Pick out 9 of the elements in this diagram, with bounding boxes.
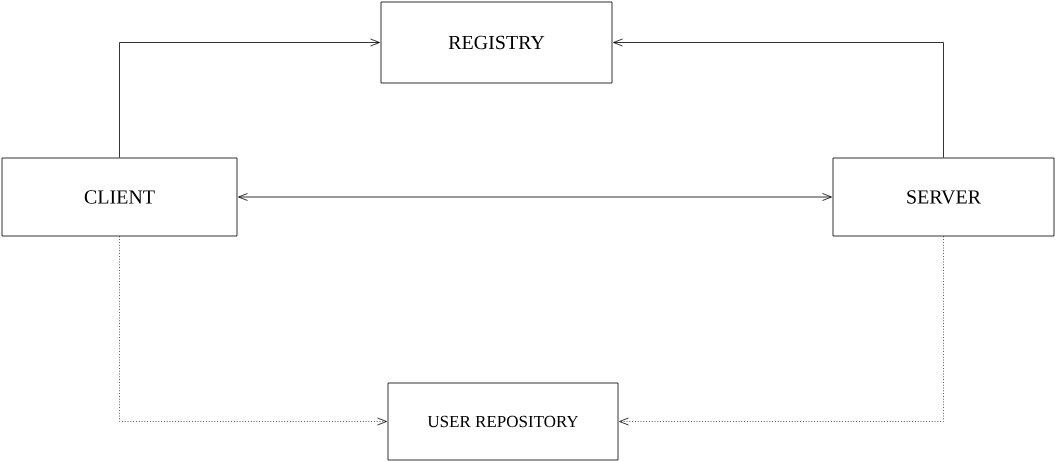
- arrow: [119, 38, 380, 158]
- arrow: [119, 236, 387, 426]
- arrow: [619, 236, 944, 426]
- arrow: [613, 38, 944, 158]
- process-box: SERVER: [832, 157, 1055, 237]
- process-box: CLIENT: [1, 157, 238, 237]
- process-box: USER REPOSITORY: [387, 382, 619, 461]
- process-box: REGISTRY: [380, 1, 613, 84]
- arrow: [238, 193, 832, 201]
